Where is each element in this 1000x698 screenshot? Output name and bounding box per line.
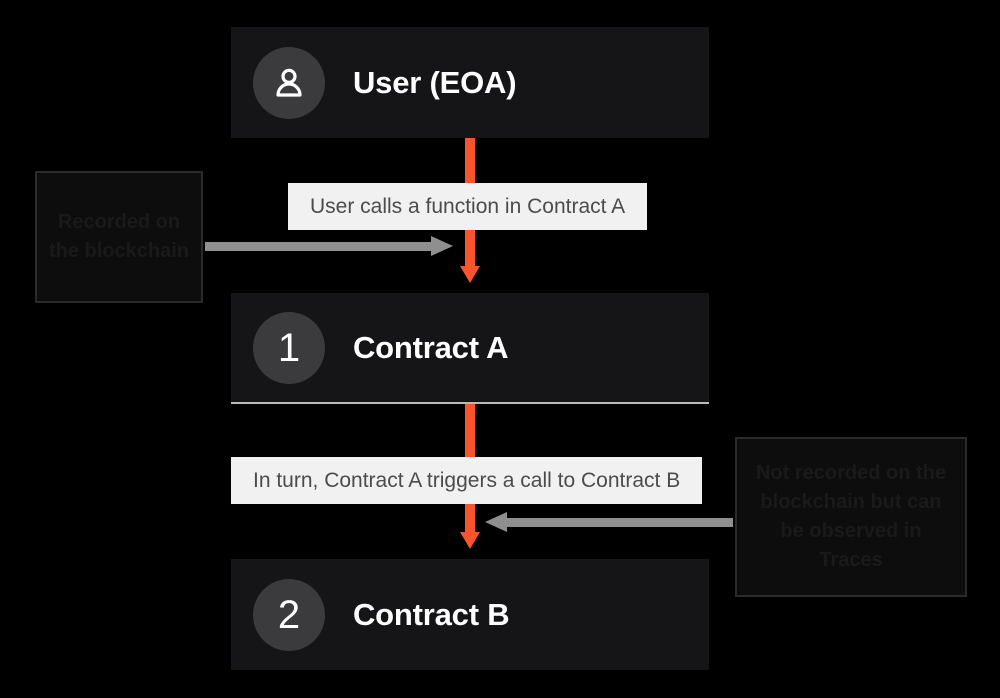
arrow-shaft — [505, 518, 733, 527]
node-label: Contract B — [353, 596, 510, 632]
arrow-head-right-icon — [431, 236, 453, 256]
callout-recorded-on-blockchain: Recorded on the blockchain — [35, 171, 203, 303]
step-number-badge: 1 — [253, 311, 325, 384]
node-label: User (EOA) — [353, 64, 517, 100]
edge-label-user-calls-function: User calls a function in Contract A — [288, 183, 648, 230]
arrow-head-left-icon — [485, 512, 507, 532]
callout-not-recorded-traces: Not recorded on the blockchain but can b… — [735, 437, 967, 597]
node-label: Contract A — [353, 329, 509, 365]
gray-arrow-left-icon — [485, 512, 733, 532]
edge-label-contract-a-triggers-contract-b: In turn, Contract A triggers a call to C… — [231, 457, 703, 504]
node-user-eoa: User (EOA) — [231, 27, 709, 138]
arrow-head-down-icon — [460, 532, 480, 549]
node-contract-a: 1 Contract A — [231, 293, 709, 404]
arrow-shaft — [205, 242, 433, 251]
node-contract-b: 2 Contract B — [231, 559, 709, 670]
step-number-badge: 2 — [253, 578, 325, 651]
gray-arrow-right-icon — [205, 236, 453, 256]
person-icon — [253, 46, 325, 119]
arrow-head-down-icon — [460, 266, 480, 283]
